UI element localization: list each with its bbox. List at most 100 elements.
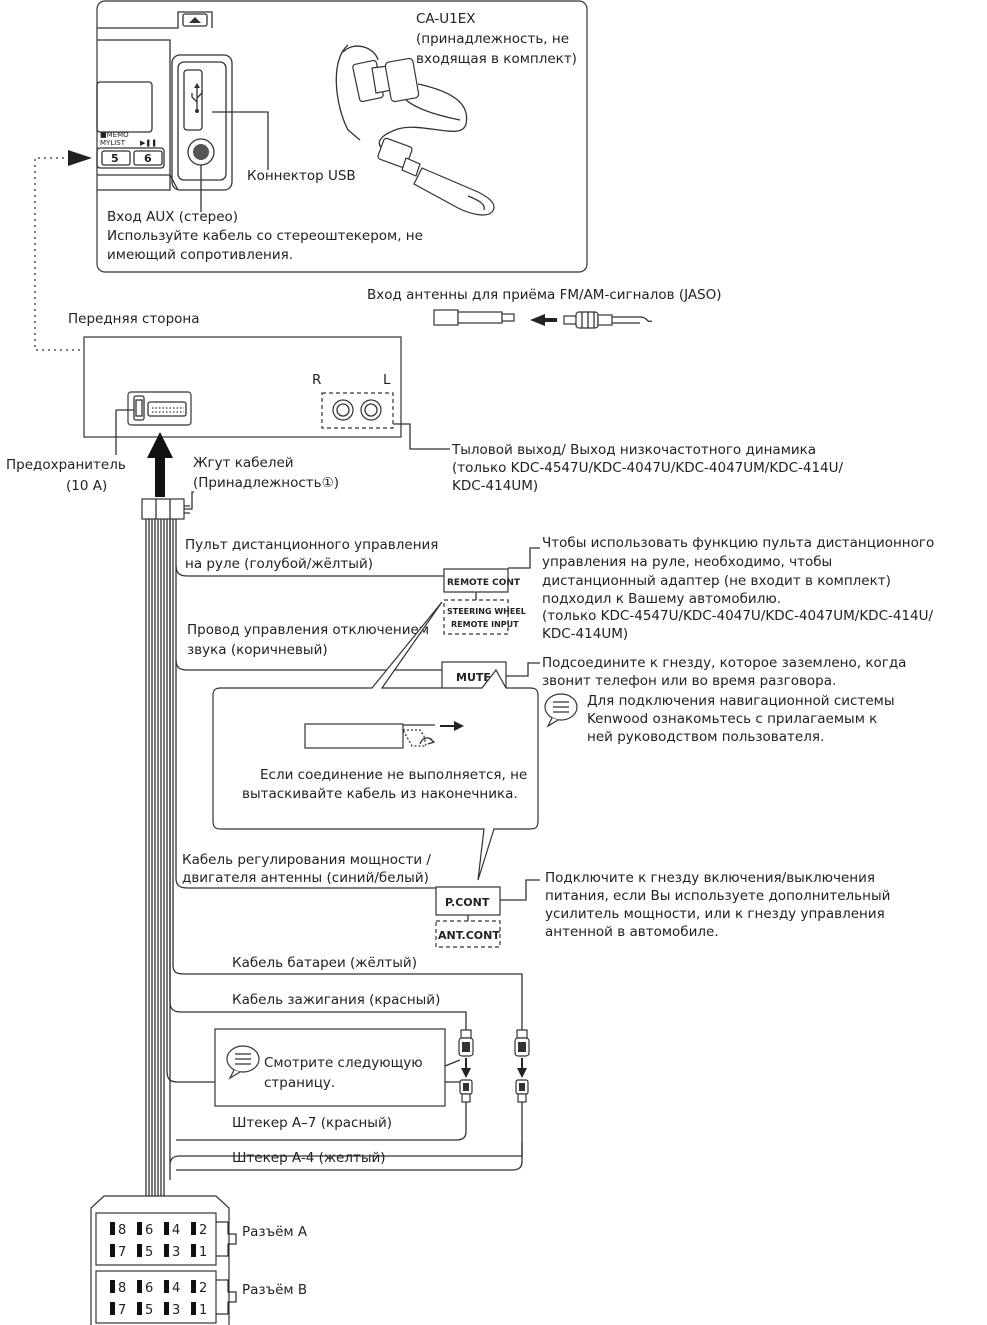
pin-b-3-label: 3 — [172, 1303, 180, 1318]
rear-out-line-3: KDC-414UM) — [452, 478, 538, 494]
usb-part-note-2: входящая в комплект) — [416, 51, 577, 67]
pin-a-5 — [137, 1244, 142, 1257]
pin-a-2-label: 2 — [199, 1223, 207, 1238]
usb-connector-body — [384, 57, 420, 103]
battery-bullet-connector — [514, 1029, 530, 1103]
pin-a-7-label: 7 — [118, 1245, 126, 1260]
l-channel-label: L — [383, 372, 391, 388]
pin-b-4 — [164, 1280, 169, 1293]
remote-cont-text: REMOTE CONT — [447, 578, 521, 588]
pcont-note-2: питания, если Вы используете дополнитель… — [545, 888, 890, 904]
pin-b-4-label: 4 — [172, 1281, 180, 1296]
aux-note-2: имеющий сопротивления. — [107, 247, 293, 263]
steering-note-6: KDC-414UM) — [542, 626, 628, 642]
pcont-note-leader — [500, 879, 540, 901]
usb-flash-drive — [413, 167, 495, 216]
aux-note-1: Используйте кабель со стереоштекером, не — [107, 228, 423, 244]
pin-a-6 — [137, 1222, 142, 1235]
pin-a-4-label: 4 — [172, 1223, 180, 1238]
steering-note-5: (только KDC-4547U/KDC-4047U/KDC-4047UM/K… — [542, 608, 934, 624]
battery-label: Кабель батареи (жёлтый) — [232, 955, 417, 971]
usb-connector-label: Коннектор USB — [247, 168, 356, 184]
front-side-arrow — [68, 150, 92, 166]
connector-a-pins: 8 6 4 2 7 5 3 1 — [110, 1222, 207, 1260]
button-5-label: 5 — [111, 152, 119, 165]
eject-icon — [189, 17, 201, 23]
pcont-note-4: антенной в автомобиле. — [545, 924, 719, 940]
a7-return-wire — [176, 1102, 467, 1141]
front-side-label: Передняя сторона — [68, 311, 200, 327]
pin-b-2-label: 2 — [199, 1281, 207, 1296]
connector-a-label: Разъём A — [242, 1224, 308, 1240]
rca-leader — [393, 423, 450, 450]
plug-a7-label: Штекер A–7 (красный) — [232, 1115, 392, 1131]
callout-line-1: Если соединение не выполняется, не — [260, 767, 527, 783]
pcont-note-1: Подключите к гнезду включения/выключения — [545, 870, 875, 886]
antenna-label: Вход антенны для приёма FM/AM-сигналов (… — [367, 287, 722, 303]
steering-note-3: дистанционный адаптер (не входит в компл… — [542, 573, 891, 589]
display-window — [96, 81, 153, 133]
pin-b-6-label: 6 — [145, 1281, 153, 1296]
pin-b-2 — [191, 1280, 196, 1293]
antenna-connector — [366, 309, 653, 355]
ca-u1ex-cable-sketch — [335, 44, 495, 216]
next-page-note-icon — [226, 1045, 260, 1080]
harness-arrow-head — [147, 432, 173, 458]
button-6 — [133, 150, 163, 166]
mylist-label: MYLIST — [100, 139, 126, 147]
antcont-tag — [435, 920, 501, 948]
steering-note-2: управления на руле, необходимо, чтобы — [542, 554, 832, 570]
connector-b-label: Разъём B — [242, 1282, 307, 1298]
mute-note-1: Подсоедините к гнезду, которое заземлено… — [542, 655, 906, 671]
pin-b-5 — [137, 1302, 142, 1315]
harness-label-2: (Принадлежность①) — [193, 475, 339, 491]
pin-b-8 — [110, 1280, 115, 1293]
steering-note-4: подходил к Вашему автомобилю. — [542, 591, 781, 607]
usb-plug-bottom — [377, 137, 413, 169]
usb-part-note-1: (принадлежность, не — [416, 31, 569, 47]
rca-left-jack — [360, 399, 382, 421]
connector-a — [95, 1212, 217, 1266]
ignition-bullet-connector — [458, 1029, 474, 1103]
nav-note-1: Для подключения навигационной системы — [587, 693, 894, 709]
steering-label-2: на руле (голубой/жёлтый) — [185, 556, 373, 572]
pcont-tag-text: P.CONT — [445, 896, 490, 909]
memo-label: ■MEMO — [100, 131, 129, 139]
faceplate-sketch: 5 6 ■MEMO MYLIST ▶❚❚ — [96, 11, 233, 191]
aux-jack-hole — [193, 144, 209, 160]
pin-b-6 — [137, 1280, 142, 1293]
next-page-line-2: страницу. — [264, 1075, 335, 1091]
pcont-tag — [435, 886, 501, 916]
pin-b-1-label: 1 — [199, 1303, 207, 1318]
nav-note-2: Kenwood ознакомьтесь с прилагаемым к — [587, 711, 877, 727]
mute-note-leader — [506, 662, 540, 677]
pin-b-7-label: 7 — [118, 1303, 126, 1318]
pin-a-3-label: 3 — [172, 1245, 180, 1260]
usb-part-name: CA-U1EX — [416, 11, 475, 27]
pin-b-8-label: 8 — [118, 1281, 126, 1296]
a4-return-wire — [176, 1102, 523, 1171]
antcont-tag-text: ANT.CONT — [438, 929, 500, 942]
ignition-plug-arrow — [461, 1068, 471, 1078]
battery-wire — [172, 519, 523, 1030]
pin-a-7 — [110, 1244, 115, 1257]
fuse — [133, 395, 145, 421]
button-5 — [101, 150, 131, 166]
pin-b-1 — [191, 1302, 196, 1315]
rca-right-jack — [332, 399, 354, 421]
harness-arrow-shaft — [155, 454, 165, 497]
pin-a-1 — [191, 1244, 196, 1257]
usb-aux-inset: 5 6 ■MEMO MYLIST ▶❚❚ — [96, 0, 588, 273]
callout-line-2: вытаскивайте кабель из наконечника. — [242, 786, 518, 802]
next-page-line-1: Смотрите следующую — [264, 1055, 423, 1071]
button-6-label: 6 — [144, 152, 152, 165]
steering-note-1: Чтобы использовать функцию пульта дистан… — [542, 535, 934, 551]
harness-bundle — [145, 519, 165, 1196]
pin-a-5-label: 5 — [145, 1245, 153, 1260]
pin-a-4 — [164, 1222, 169, 1235]
mute-label-2: звука (коричневый) — [187, 642, 328, 658]
usb-port — [183, 69, 203, 131]
nav-note-3: ней руководством пользователя. — [587, 729, 824, 745]
